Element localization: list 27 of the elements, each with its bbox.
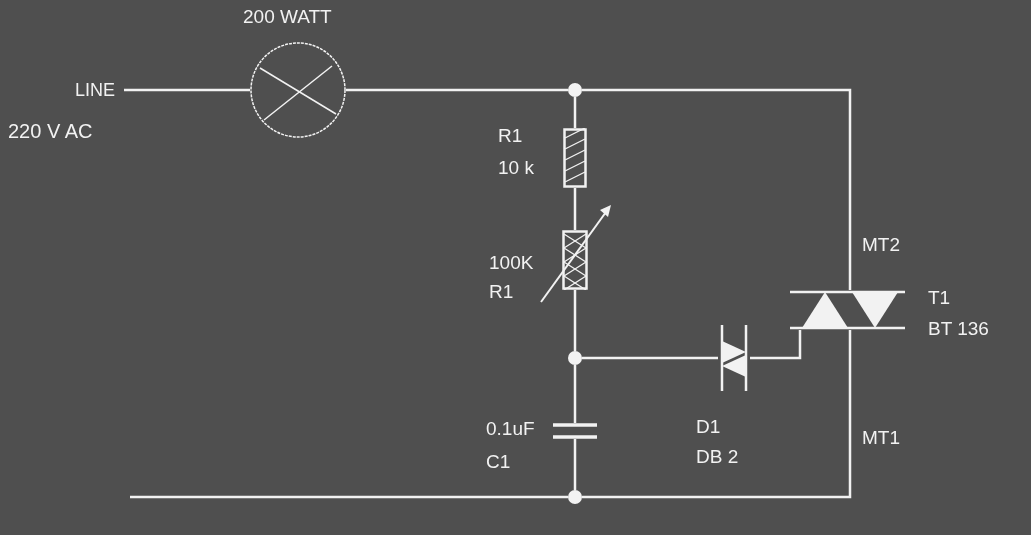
wire	[573, 290, 577, 351]
terminal-label: MT1	[862, 427, 900, 449]
supply-voltage-label: 220 V AC	[8, 120, 93, 142]
wire	[124, 88, 250, 92]
component-label: DB 2	[696, 446, 739, 468]
terminal-label: LINE	[66, 79, 124, 101]
component-label: R1	[498, 125, 523, 147]
wire	[130, 495, 568, 499]
wire	[573, 439, 577, 490]
component-label: 10 k	[498, 157, 534, 179]
wire	[582, 88, 852, 290]
component-label: D1	[696, 416, 721, 438]
component-label: 100K	[489, 252, 534, 274]
component-label: 0.1uF	[486, 418, 535, 440]
wire	[750, 330, 802, 360]
wire	[573, 188, 577, 230]
wire	[573, 365, 577, 423]
component-label: R1	[489, 281, 514, 303]
component-label: 200 WATT	[243, 6, 332, 28]
component-label: BT 136	[928, 318, 989, 340]
wire	[346, 88, 568, 92]
wire	[582, 330, 852, 499]
component-label: C1	[486, 451, 511, 473]
wire	[582, 356, 718, 360]
component-label: T1	[928, 287, 951, 309]
component-label: MT2	[862, 234, 900, 256]
wire	[573, 97, 577, 128]
